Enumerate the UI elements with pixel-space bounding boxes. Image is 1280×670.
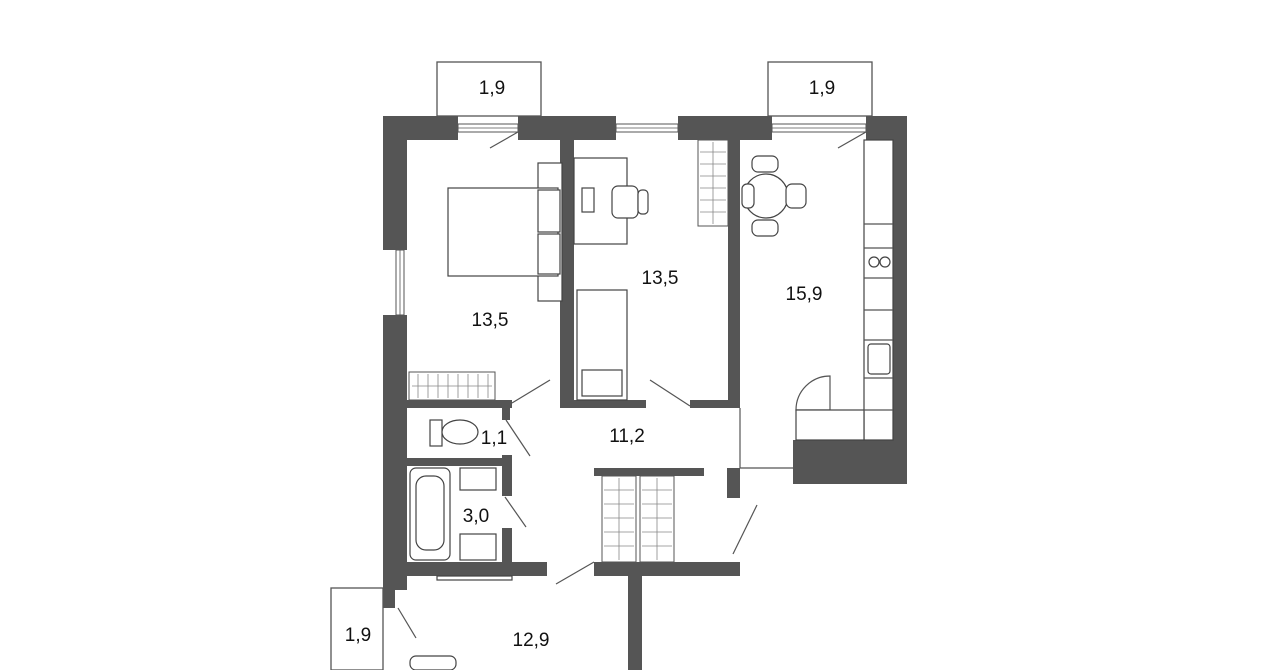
balcony-top-left-area: 1,9 bbox=[479, 78, 505, 99]
doors bbox=[397, 131, 867, 639]
bottom-room-furniture bbox=[409, 575, 513, 670]
bottom-room-area: 12,9 bbox=[513, 630, 550, 651]
balcony-top-right: 1,9 bbox=[767, 61, 873, 117]
wc-area: 1,1 bbox=[481, 428, 507, 449]
wardrobe-bedroom bbox=[408, 371, 496, 401]
wardrobe-study bbox=[697, 139, 729, 227]
bathroom-area: 3,0 bbox=[463, 506, 489, 527]
hall-area: 11,2 bbox=[609, 426, 645, 447]
office-chair bbox=[611, 185, 649, 219]
wardrobe-hall bbox=[601, 475, 675, 563]
washbasin bbox=[459, 467, 497, 561]
bed-double bbox=[447, 162, 563, 302]
study-area: 13,5 bbox=[642, 268, 679, 289]
kitchen-living-area: 15,9 bbox=[786, 284, 823, 305]
bathtub bbox=[409, 467, 451, 561]
kitchen-counter bbox=[795, 139, 894, 441]
bedroom-area: 13,5 bbox=[472, 310, 509, 331]
toilet bbox=[429, 419, 479, 447]
walls bbox=[383, 116, 907, 670]
dining-table bbox=[741, 155, 807, 237]
bed-single bbox=[576, 289, 628, 401]
windows bbox=[395, 123, 867, 316]
balcony-bottom-left: 1,9 bbox=[330, 587, 384, 670]
balcony-bottom-left-area: 1,9 bbox=[345, 625, 371, 646]
balcony-top-left: 1,9 bbox=[436, 61, 542, 117]
balcony-top-right-area: 1,9 bbox=[809, 78, 835, 99]
